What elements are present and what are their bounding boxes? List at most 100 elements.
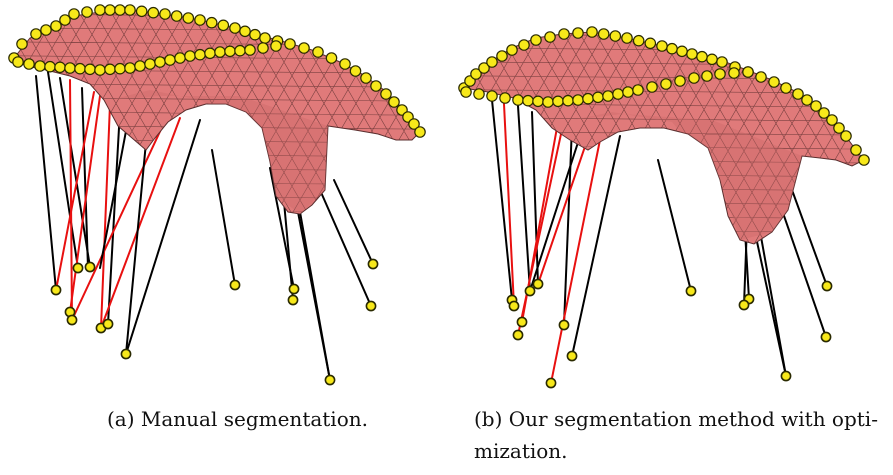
rim-marker <box>50 20 62 32</box>
rim-marker <box>597 28 610 40</box>
rim-marker <box>68 8 80 20</box>
rim-marker <box>16 38 28 50</box>
rim-marker <box>478 62 490 74</box>
rim-marker <box>810 100 822 112</box>
foot-marker <box>524 285 536 297</box>
highlighted-leg <box>69 95 101 313</box>
highlighted-leg <box>537 125 593 285</box>
rim-marker <box>656 40 668 52</box>
rim-marker <box>522 94 534 107</box>
rim-marker <box>259 32 271 44</box>
rim-marker <box>224 45 236 58</box>
foot-marker <box>120 348 132 360</box>
rim-marker <box>801 94 813 106</box>
rim-marker <box>159 8 171 20</box>
leg <box>491 99 513 301</box>
leg <box>99 109 131 269</box>
foot-marker <box>545 377 557 389</box>
rim-marker <box>239 25 251 38</box>
leg <box>59 77 91 268</box>
rim-marker <box>622 86 634 98</box>
rim-marker <box>646 81 658 93</box>
rim-marker <box>104 63 116 76</box>
rim-marker <box>59 14 71 26</box>
foot-marker <box>516 316 528 328</box>
foot-marker <box>102 318 114 330</box>
rim-marker <box>182 12 195 24</box>
rim-marker <box>114 4 126 16</box>
mesh-figure-b <box>458 26 870 389</box>
rim-marker <box>144 58 156 70</box>
rim-marker <box>184 50 196 62</box>
leg-group <box>491 99 828 384</box>
rim-marker <box>12 56 24 68</box>
rim-marker <box>40 24 52 36</box>
rim-marker <box>244 44 256 56</box>
rim-marker <box>460 86 472 98</box>
rim-marker <box>339 58 351 70</box>
rim-marker <box>284 38 296 50</box>
foot-marker <box>532 278 544 290</box>
rim-marker <box>742 66 754 78</box>
rim-marker <box>94 4 106 16</box>
rim-marker <box>84 63 96 76</box>
rim-marker <box>414 126 426 138</box>
rim-marker <box>586 26 598 38</box>
rim-marker <box>114 62 126 75</box>
rim-marker <box>64 62 76 74</box>
foot-marker <box>780 370 792 382</box>
rim-marker <box>544 31 556 43</box>
rim-marker <box>30 28 42 40</box>
rim-marker <box>257 42 269 54</box>
mesh-figure-a <box>8 4 426 386</box>
rim-marker <box>768 76 780 88</box>
foot-marker <box>84 261 96 273</box>
leg <box>791 189 828 287</box>
rim-marker <box>701 70 713 82</box>
foot-marker <box>66 314 78 326</box>
rim-marker <box>632 34 645 47</box>
leg <box>563 125 573 326</box>
foot-marker <box>287 294 299 306</box>
foot-marker <box>50 284 62 296</box>
rim-marker <box>602 90 614 102</box>
foot-marker <box>558 319 570 331</box>
rim-marker <box>104 4 116 16</box>
foot-marker <box>512 329 524 341</box>
rim-marker <box>582 92 594 105</box>
foot-marker <box>820 331 832 343</box>
foot-marker <box>508 300 520 312</box>
leg <box>657 159 692 292</box>
rim-marker <box>530 34 542 46</box>
rim-marker <box>621 32 633 44</box>
rim-marker <box>54 61 66 74</box>
highlighted-leg <box>517 119 565 336</box>
foot-markers <box>50 258 379 386</box>
rim-markers <box>8 4 426 138</box>
rim-marker <box>518 39 530 51</box>
rim-marker <box>204 47 216 60</box>
rim-marker <box>370 80 382 92</box>
rim-marker <box>170 10 183 22</box>
rim-marker <box>572 27 584 39</box>
rim-marker <box>124 62 136 74</box>
leg <box>125 119 201 355</box>
rim-marker <box>135 5 148 18</box>
rim-marker <box>552 95 564 108</box>
leg <box>333 179 374 265</box>
rim-marker <box>660 78 672 90</box>
foot-marker <box>685 285 697 297</box>
rim-markers <box>458 26 870 166</box>
rim-marker <box>473 88 485 100</box>
figure-panel-b <box>452 0 893 400</box>
leg <box>319 189 372 307</box>
leg <box>781 209 827 338</box>
foot-marker <box>738 299 750 311</box>
leg <box>47 71 79 269</box>
rim-marker <box>74 62 86 75</box>
rim-marker <box>706 53 718 66</box>
rim-marker <box>728 67 740 79</box>
leg <box>35 75 57 291</box>
caption-a-line-1: (a) Manual segmentation. <box>107 407 368 431</box>
highlighted-leg <box>69 79 73 321</box>
